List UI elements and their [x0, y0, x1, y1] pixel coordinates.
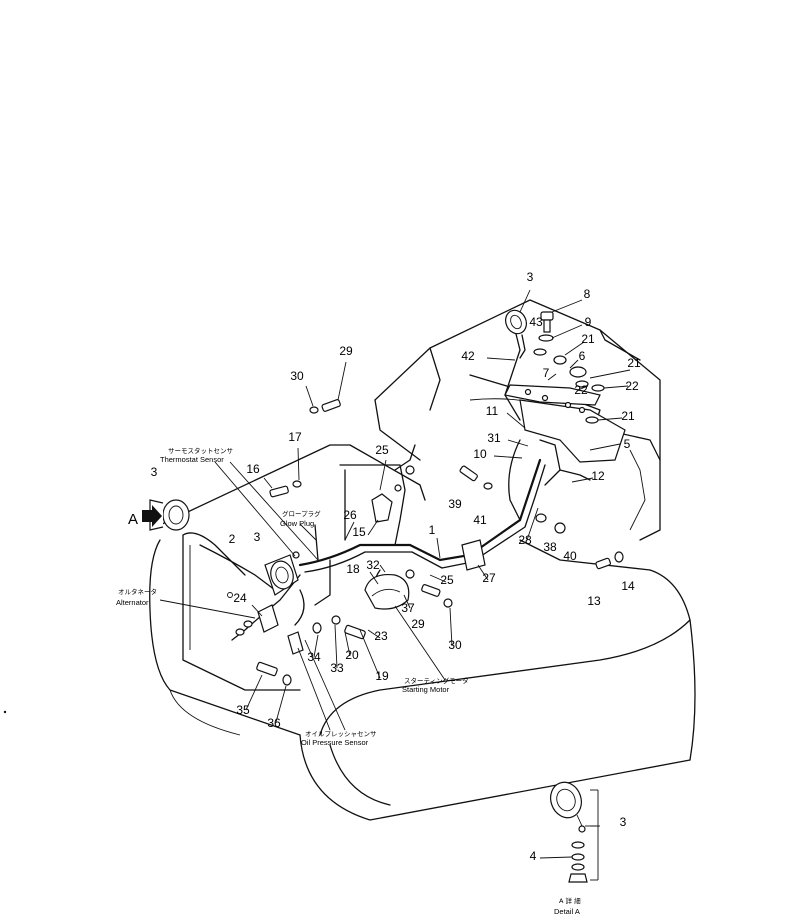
callout-c23: 23 [374, 629, 388, 643]
callout-c26: 26 [343, 508, 357, 522]
callout-c19: 19 [375, 669, 389, 683]
callout-c13: 13 [587, 594, 601, 608]
callout-c1: 1 [429, 523, 436, 537]
thermostat-label-jp: サーモスタットセンサ [168, 446, 233, 455]
callout-c3d: 3 [620, 815, 627, 829]
callout-c34: 34 [307, 650, 321, 664]
bolt-8 [533, 311, 605, 424]
callout-c9: 9 [585, 315, 592, 329]
callout-c24: 24 [233, 591, 247, 605]
alternator-connector-24 [235, 604, 279, 636]
callout-c11: 11 [486, 404, 499, 418]
starting-label-jp: スターティングモータ [404, 676, 469, 685]
callout-c21a: 21 [581, 332, 595, 346]
callout-c7: 7 [543, 366, 550, 380]
starting-motor [364, 569, 415, 610]
view-arrow-a [142, 505, 162, 527]
callout-c22a: 22 [574, 383, 588, 397]
callout-c3b: 3 [151, 465, 158, 479]
callout-c29a: 29 [339, 344, 353, 358]
leader-lines [159, 289, 631, 859]
callout-c25a: 25 [375, 443, 389, 457]
callout-c30a: 30 [290, 369, 304, 383]
callout-c27: 27 [482, 571, 496, 585]
alternator-label-en: Alternator [116, 598, 149, 607]
callout-c3a: 3 [527, 270, 534, 284]
callout-c36: 36 [267, 716, 281, 730]
callout-c41: 41 [473, 513, 487, 527]
callout-c43: 43 [529, 315, 543, 329]
callout-c14: 14 [621, 579, 635, 593]
starting-label-en: Starting Motor [402, 685, 450, 694]
callout-c40: 40 [563, 549, 577, 563]
callout-c22b: 22 [625, 379, 639, 393]
callout-c4: 4 [530, 849, 537, 863]
callout-c8: 8 [584, 287, 591, 301]
callout-c2: 2 [229, 532, 236, 546]
component-labels: サーモスタットセンサ Thermostat Sensor グロープラグ Glow… [116, 446, 581, 916]
view-marker-label: A [128, 511, 138, 528]
callout-c35: 35 [236, 703, 250, 717]
oilpressure-label-en: Oil Pressure Sensor [301, 738, 369, 747]
callout-c37: 37 [401, 601, 415, 615]
oilpressure-label-jp: オイルプレッシャセンサ [305, 730, 377, 738]
callout-c42: 42 [461, 349, 475, 363]
detail-label-en: Detail A [554, 907, 580, 916]
callout-c32: 32 [366, 558, 380, 572]
callout-c25b: 25 [440, 573, 454, 587]
glowplug-label-en: Glow Plug [280, 519, 314, 528]
relay-bracket [504, 384, 626, 463]
edge-mark [3, 710, 7, 714]
callout-c31: 31 [487, 431, 501, 445]
callout-c21b: 21 [627, 356, 641, 370]
callout-c12: 12 [591, 469, 605, 483]
callout-c3c: 3 [254, 530, 261, 544]
callout-c6: 6 [579, 349, 586, 363]
callout-c30b: 30 [448, 638, 462, 652]
thermostat-gauge-3 [264, 551, 300, 596]
callout-c16: 16 [246, 462, 260, 476]
harness-clamp-27 [461, 539, 486, 571]
callout-c5: 5 [624, 437, 631, 451]
glow-relay-15 [371, 465, 415, 523]
callout-c21c: 21 [621, 409, 635, 423]
side-cover [182, 532, 301, 691]
callout-c33: 33 [330, 661, 344, 675]
callout-c17: 17 [288, 430, 302, 444]
oil-pressure-sensor [287, 631, 304, 655]
wire-harness [199, 329, 601, 641]
callout-c10: 10 [473, 447, 487, 461]
glowplug-label-jp: グロープラグ [282, 509, 321, 518]
detail-label-jp: A 詳 細 [559, 896, 581, 905]
callout-c18: 18 [346, 562, 360, 576]
callout-c20: 20 [345, 648, 359, 662]
callout-c29b: 29 [411, 617, 425, 631]
fasteners [227, 399, 624, 686]
thermostat-label-en: Thermostat Sensor [160, 455, 224, 464]
callout-c28: 28 [518, 533, 532, 547]
callout-c15: 15 [352, 525, 366, 539]
detail-a-view [550, 781, 599, 883]
callout-c39: 39 [448, 497, 462, 511]
lower-frame [149, 539, 696, 821]
alternator-label-jp: オルタネータ [118, 587, 157, 596]
callout-c38: 38 [543, 540, 557, 554]
gauge-3-top [505, 309, 527, 359]
